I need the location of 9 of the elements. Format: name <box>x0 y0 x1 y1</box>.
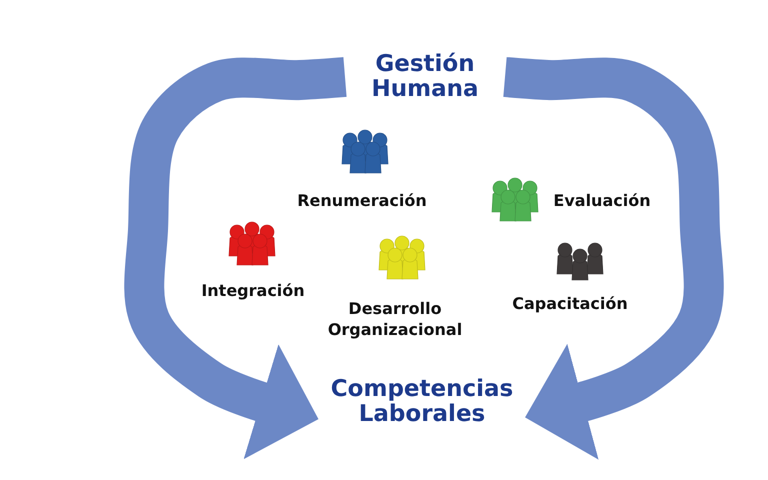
category-label: Renumeración <box>296 190 428 211</box>
heading-text: Competencias Laborales <box>330 377 514 427</box>
curved-arrow <box>124 57 347 460</box>
heading-text: Gestión Humana <box>370 52 480 102</box>
category-label: Integración <box>200 280 306 301</box>
category-label: Desarrollo Organizacional <box>326 298 464 340</box>
category-label: Evaluación <box>552 190 652 211</box>
curved-arrow <box>503 57 724 460</box>
category-label: Capacitación <box>511 293 629 314</box>
